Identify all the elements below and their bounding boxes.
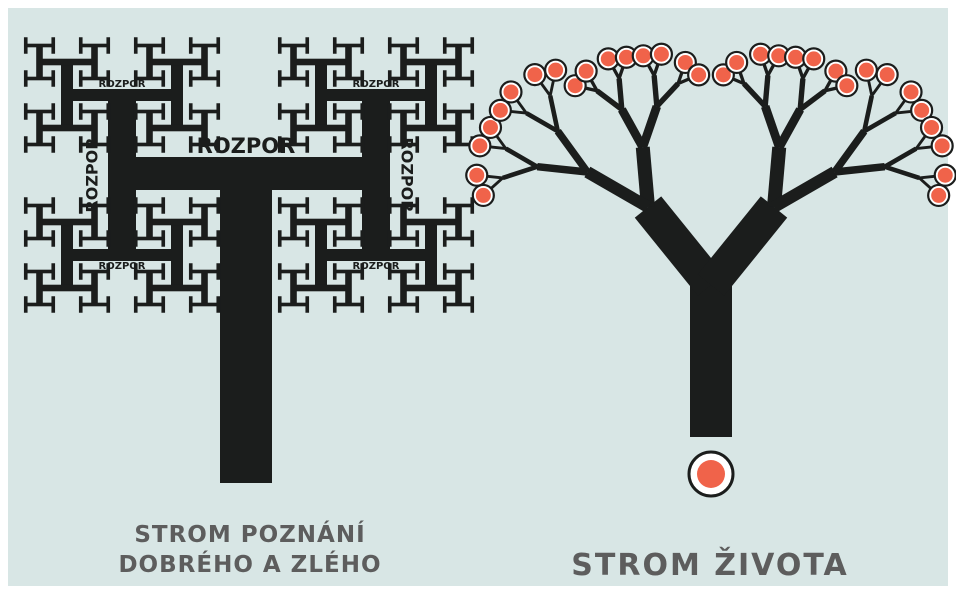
fruit-icon <box>856 60 877 81</box>
branch-depth-2 <box>779 109 800 147</box>
fruit-icon <box>688 64 709 85</box>
branch-depth-1 <box>506 149 537 167</box>
fruit-icon <box>928 185 949 206</box>
branch-depth-2 <box>835 167 885 172</box>
fruit-icon <box>935 165 956 186</box>
branch-depth-1 <box>744 84 765 107</box>
fruit-icon <box>932 135 953 156</box>
right-caption: STROM ŽIVOTA <box>520 548 900 584</box>
fruit-icon <box>466 165 487 186</box>
branch-depth-1 <box>657 84 678 107</box>
fruit-icon <box>473 185 494 206</box>
branch-depth-2 <box>622 109 643 147</box>
branch-depth-2 <box>643 106 657 147</box>
branch-depth-1 <box>619 78 622 109</box>
fruit-icon <box>576 61 597 82</box>
left-caption: STROM POZNÁNÍ DOBRÉHO A ZLÉHO <box>60 520 440 580</box>
fruit-icon <box>803 48 824 69</box>
branch-depth-1 <box>765 75 768 106</box>
left-caption-line1: STROM POZNÁNÍ <box>60 520 440 550</box>
fruit-icon <box>651 44 672 65</box>
fruit-icon <box>836 75 857 96</box>
branch-depth-1 <box>885 149 916 167</box>
right-main-branch <box>711 207 774 285</box>
tree-branches <box>477 54 945 437</box>
fruit-icon <box>877 64 898 85</box>
branch-depth-1 <box>503 167 538 178</box>
fruit-icon <box>524 64 545 85</box>
branch-depth-2 <box>765 106 779 147</box>
fruit-icon <box>500 81 521 102</box>
branch-depth-1 <box>885 167 920 178</box>
left-caption-line2: DOBRÉHO A ZLÉHO <box>60 550 440 580</box>
seed-icon <box>689 452 733 496</box>
fruit-icon <box>726 52 747 73</box>
branch-depth-1 <box>654 75 657 106</box>
fruit-icon <box>545 60 566 81</box>
